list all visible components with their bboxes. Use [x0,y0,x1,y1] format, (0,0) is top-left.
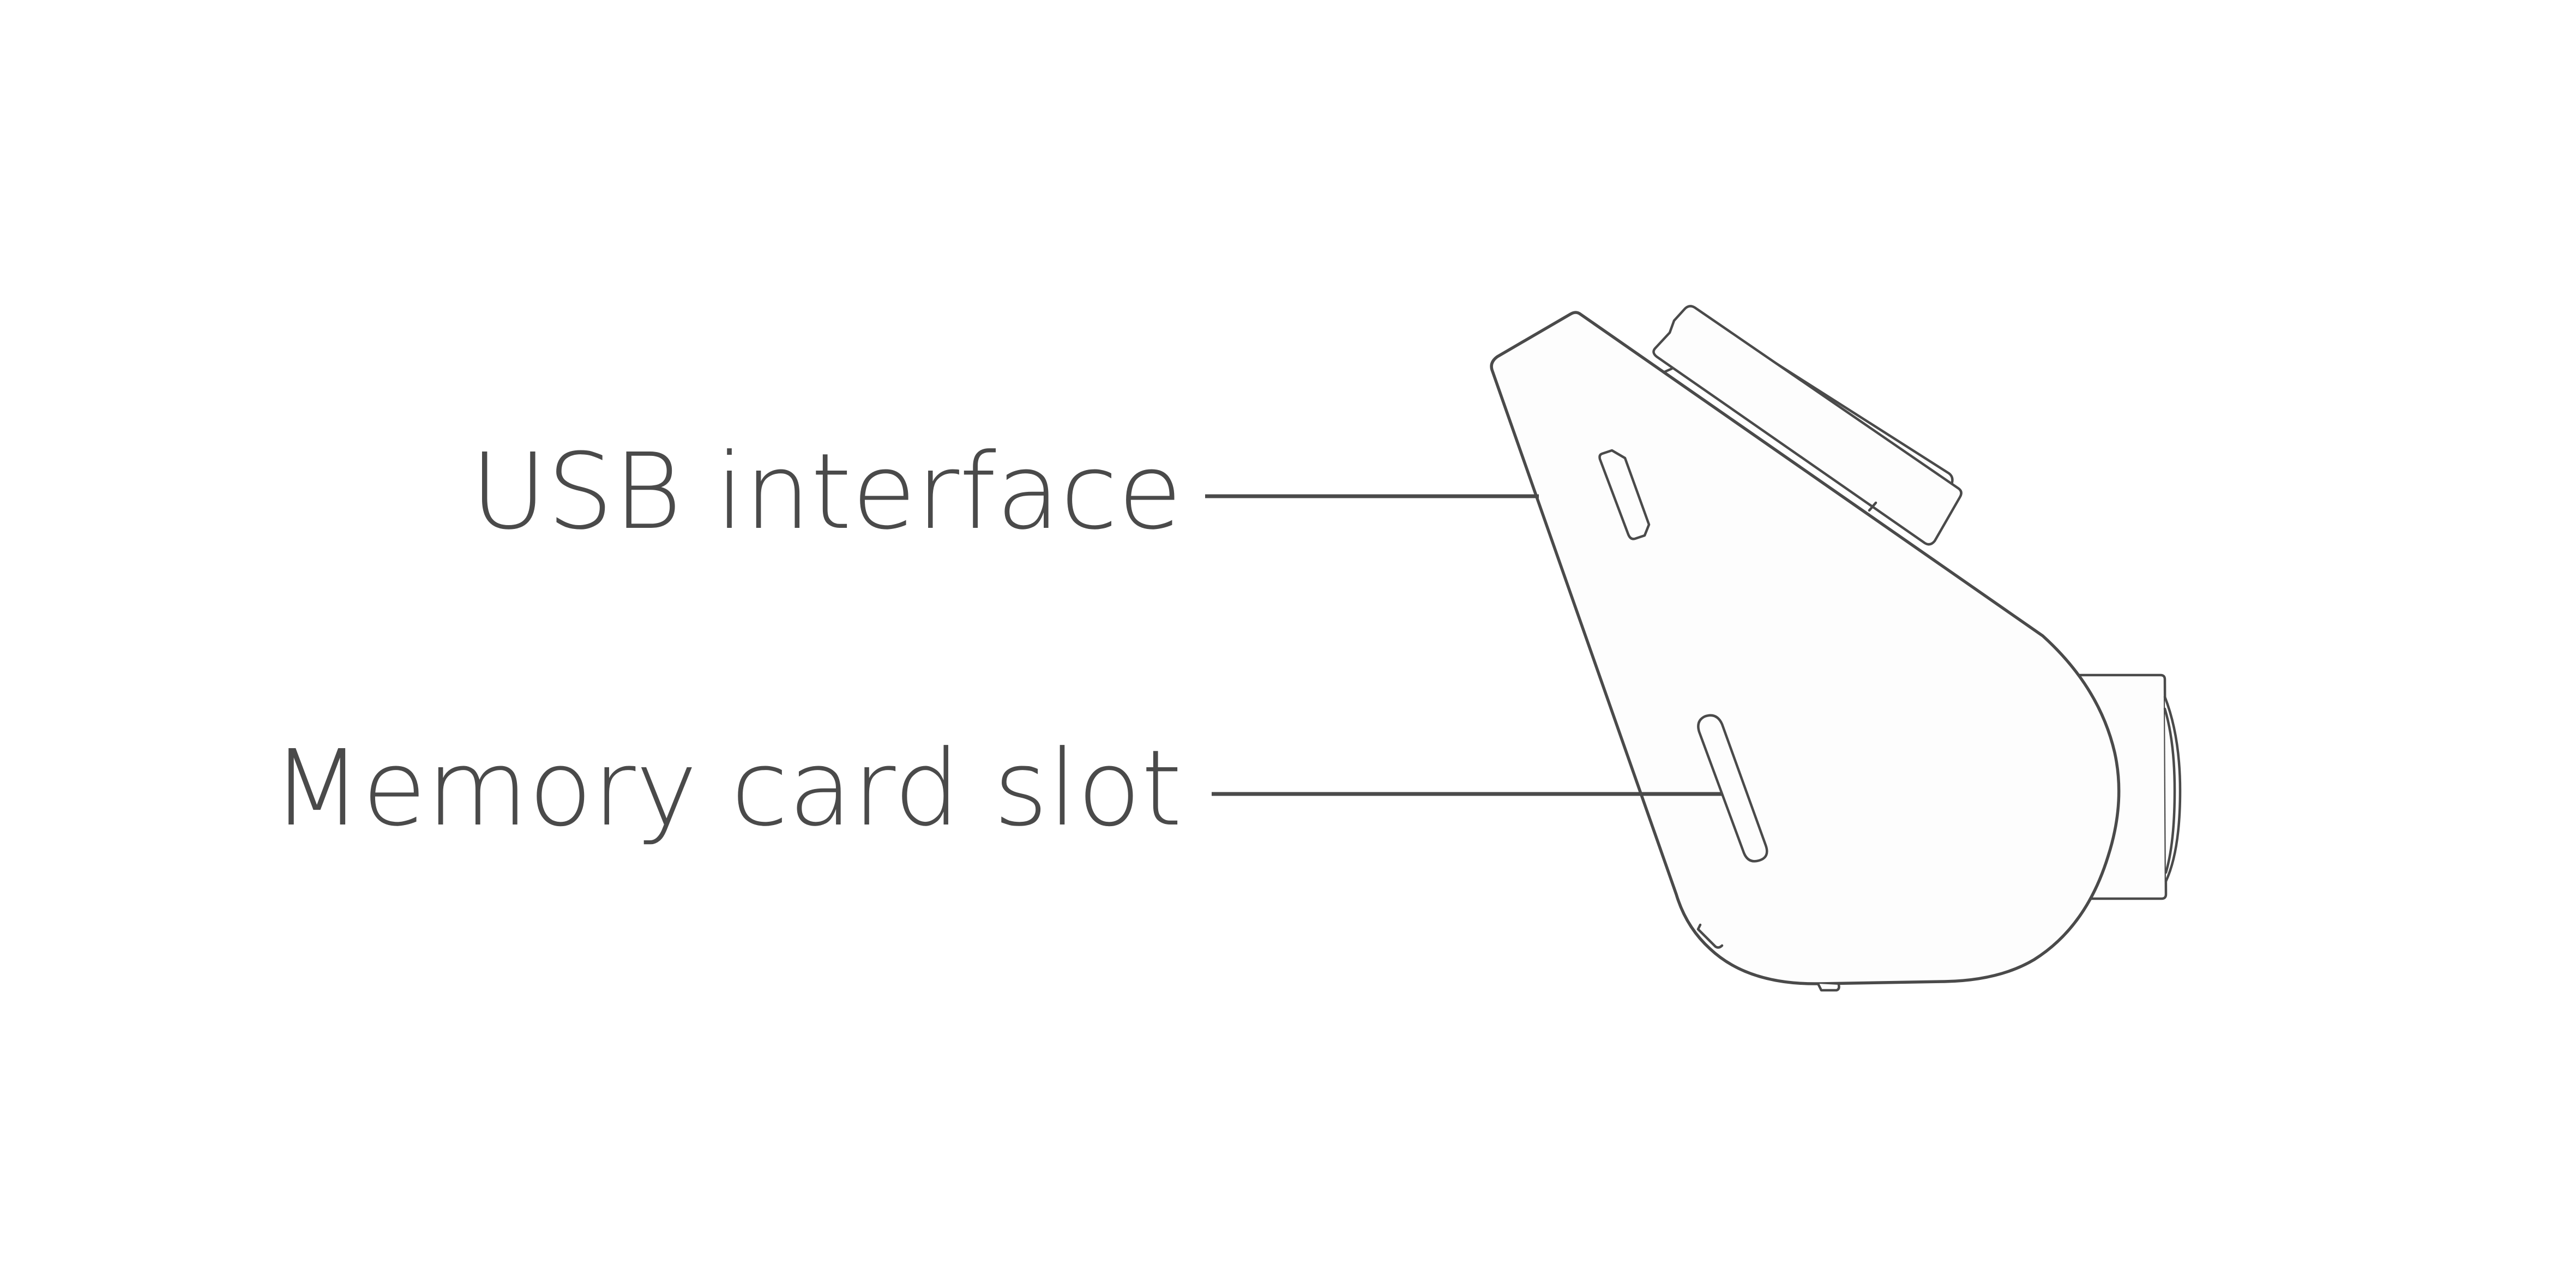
bottom-tab-right [1816,982,1840,992]
dashcam-device [1490,305,2182,992]
bottom-tab-left [1696,923,1724,949]
device-body [1490,311,2121,985]
memory-card-slot-label: Memory card slot [272,728,1182,850]
usb-interface-port [1598,449,1651,540]
lens-ring [2163,695,2182,883]
memory-card-slot [1697,714,1768,863]
lens-ring-inner [2163,707,2176,874]
mount-bracket [1652,305,1963,546]
usb-interface-label: USB interface [471,431,1182,553]
